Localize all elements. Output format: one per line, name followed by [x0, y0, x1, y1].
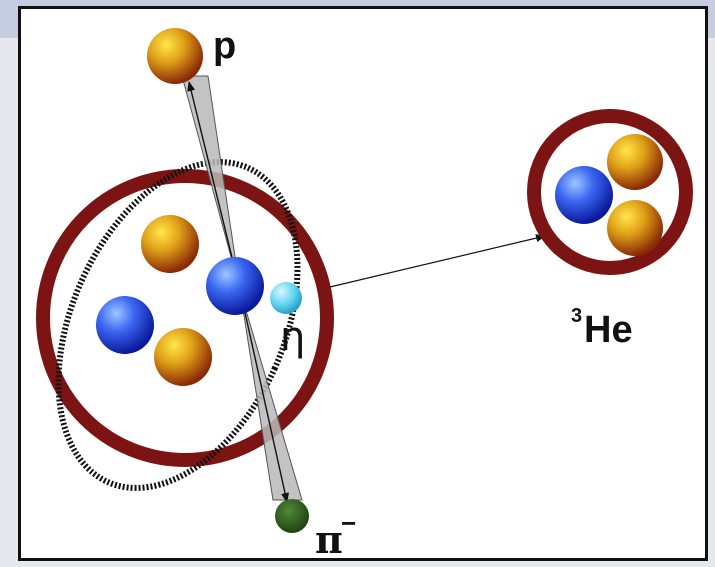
target-nucleus-ring	[36, 169, 334, 467]
outgoing-proton-icon	[147, 28, 203, 84]
proton-track-arrow	[187, 81, 241, 291]
neutron-icon	[555, 166, 613, 224]
proton-icon	[607, 134, 663, 190]
eta-meson-icon	[270, 282, 302, 314]
helium-symbol-label: He	[584, 309, 633, 351]
eta-label: η	[280, 314, 305, 360]
proton-icon	[141, 215, 199, 273]
proton-label: p	[213, 25, 236, 67]
diagram-canvas	[18, 6, 708, 561]
proton-icon	[154, 328, 212, 386]
pion-track-arrow	[239, 289, 289, 503]
neutron-icon	[206, 257, 264, 315]
helium3-nucleus-ring	[527, 109, 693, 275]
pion-label: π	[315, 517, 343, 562]
pion-charge-label: −	[341, 508, 356, 538]
neutron-icon	[96, 296, 154, 354]
interaction-region-ellipse	[55, 159, 301, 491]
proton-track-cone	[181, 75, 241, 291]
proton-icon	[607, 200, 663, 256]
outgoing-pion-icon	[275, 499, 309, 533]
helium-mass-number-label: 3	[571, 305, 582, 327]
recoil-arrow	[329, 234, 546, 288]
